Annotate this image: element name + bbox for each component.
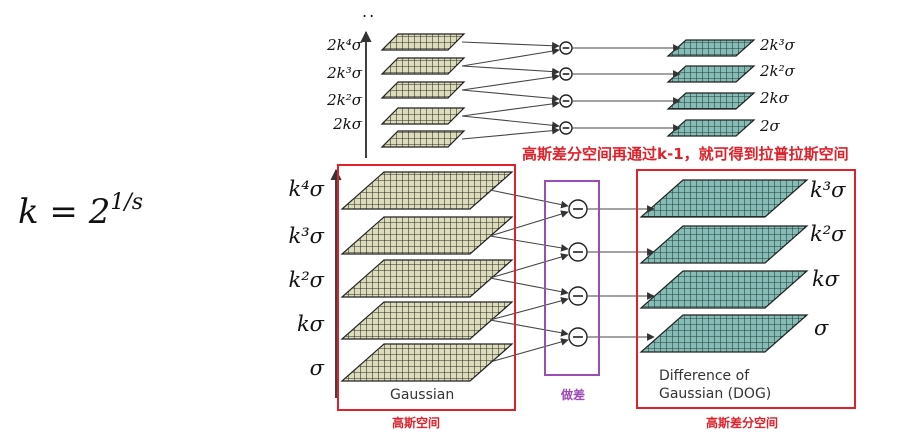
arrow	[489, 210, 569, 237]
arrow	[489, 338, 569, 363]
gaussian-layer	[340, 216, 514, 255]
gaussian-layer	[380, 107, 466, 125]
bottom-left-label: k³σ	[288, 224, 324, 248]
k-formula: k = 21/s	[18, 190, 143, 232]
formula-exponent: 1/s	[110, 190, 144, 215]
gaussian-layer	[380, 130, 466, 148]
top-right-label: 2kσ	[760, 89, 789, 107]
gaussian-space-box	[337, 164, 516, 411]
bottom-left-label: kσ	[296, 312, 324, 336]
laplacian-note: 高斯差分空间再通过k-1，就可得到拉普拉斯空间	[522, 145, 849, 163]
gaussian-layer	[340, 343, 514, 382]
arrow	[461, 126, 560, 140]
top-gaussian-layers	[380, 33, 466, 148]
arrow	[461, 41, 560, 50]
gaussian-space-label: 高斯空间	[392, 416, 441, 430]
top-right-label: 2k³σ	[760, 36, 795, 54]
bottom-right-label: k³σ	[810, 178, 846, 202]
top-left-label: 2k²σ	[327, 91, 362, 109]
top-right-label: 2σ	[760, 117, 780, 135]
dog-space-label: 高斯差分空间	[706, 416, 779, 430]
gaussian-caption: Gaussian	[390, 387, 455, 403]
arrow	[461, 65, 560, 76]
top-dog-layers	[666, 39, 756, 137]
top-right-label: 2k²σ	[760, 62, 795, 80]
arrow	[489, 189, 569, 209]
arrow	[461, 115, 560, 130]
arrow	[489, 235, 569, 252]
gaussian-layer	[380, 81, 466, 99]
bottom-right-label: kσ	[812, 267, 840, 291]
dog-layer	[666, 65, 756, 83]
gaussian-layer	[380, 57, 466, 75]
bottom-right-label: k²σ	[810, 222, 846, 246]
dog-caption-line2: Gaussian (DOG)	[659, 386, 772, 402]
arrow	[461, 100, 560, 117]
dog-layer	[666, 92, 756, 110]
bottom-left-label: k²σ	[288, 268, 324, 292]
dog-layer	[639, 314, 809, 353]
dog-layer	[639, 179, 809, 218]
ellipsis: ..	[362, 2, 377, 21]
top-left-label: 2kσ	[333, 115, 362, 133]
gaussian-layer	[340, 171, 514, 210]
bottom-left-label: σ	[309, 356, 324, 380]
gaussian-layer	[340, 301, 514, 340]
arrow	[461, 47, 560, 67]
bottom-right-label: σ	[814, 316, 829, 340]
top-left-label: 2k³σ	[327, 64, 362, 82]
bottom-left-label: k⁴σ	[288, 177, 324, 201]
dog-layer	[639, 270, 809, 309]
arrow	[489, 297, 569, 321]
dog-layer	[639, 225, 809, 264]
arrow	[489, 319, 569, 337]
bottom-gaussian-layers	[340, 171, 514, 382]
formula-lhs: k = 2	[18, 192, 111, 232]
dog-space-box	[636, 169, 856, 409]
dog-caption-line1: Difference of	[659, 368, 750, 384]
top-left-label: 2k⁴σ	[327, 36, 362, 54]
gaussian-layer	[340, 259, 514, 298]
arrow	[461, 89, 560, 103]
gaussian-layer	[380, 33, 466, 51]
arrow	[461, 73, 560, 91]
dog-layer	[666, 39, 756, 57]
subtract-box	[544, 180, 600, 376]
bottom-dog-layers	[639, 179, 809, 353]
subtract-label: 做差	[561, 388, 586, 402]
scale-axes	[330, 30, 372, 398]
arrow	[489, 253, 569, 279]
arrow	[489, 277, 569, 296]
dog-layer	[666, 119, 756, 137]
